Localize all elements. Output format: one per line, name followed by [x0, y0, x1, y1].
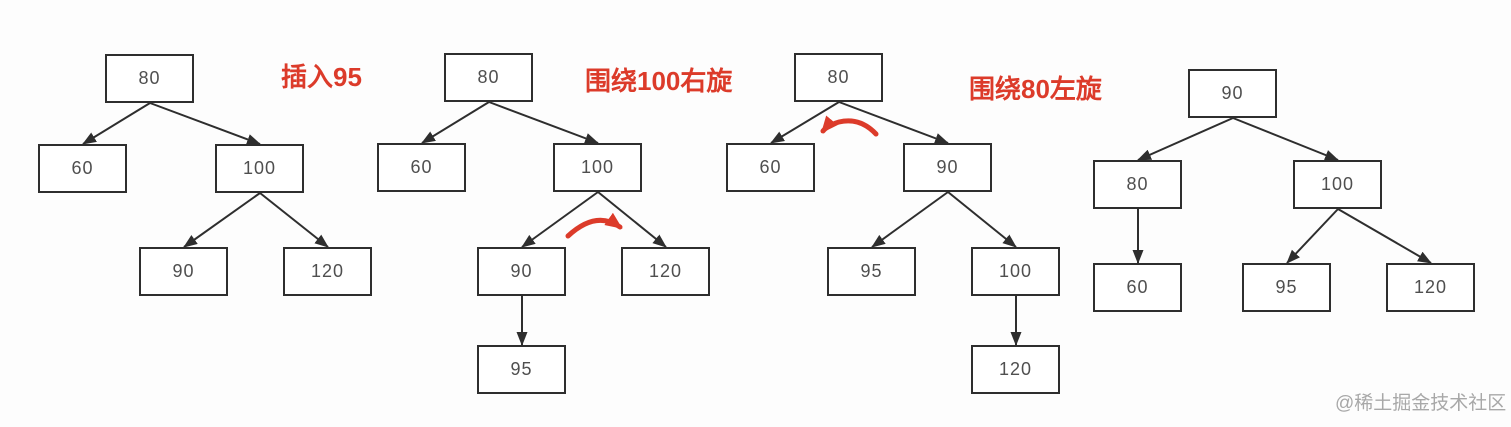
- tree2-node-120: 120: [621, 247, 710, 296]
- tree1-node-90: 90: [139, 247, 228, 296]
- edge: [770, 101, 840, 144]
- tree2-node-90: 90: [477, 247, 566, 296]
- annotation-rotate-right-100: 围绕100右旋: [585, 66, 733, 96]
- tree3-node-100: 100: [971, 247, 1060, 296]
- tree3-node-60: 60: [726, 143, 815, 192]
- tree4-node-90: 90: [1188, 69, 1277, 118]
- tree2-node-60: 60: [377, 143, 466, 192]
- tree4-node-100: 100: [1293, 160, 1382, 209]
- edge: [1232, 117, 1339, 161]
- edge: [838, 101, 949, 144]
- tree3-node-80: 80: [794, 53, 883, 102]
- tree2-node-80: 80: [444, 53, 533, 102]
- tree1-node-100: 100: [215, 144, 304, 193]
- tree1-node-80: 80: [105, 54, 194, 103]
- tree2-node-95: 95: [477, 345, 566, 394]
- tree1-node-120: 120: [283, 247, 372, 296]
- tree4-node-80: 80: [1093, 160, 1182, 209]
- edge: [947, 191, 1017, 248]
- edge: [597, 191, 667, 248]
- red-rotation-arrow-right-rotate: [565, 212, 623, 239]
- tree1-node-60: 60: [38, 144, 127, 193]
- edge: [259, 192, 329, 248]
- tree3-node-95: 95: [827, 247, 916, 296]
- edge: [871, 191, 949, 248]
- tree3-node-120: 120: [971, 345, 1060, 394]
- tree4-node-60: 60: [1093, 263, 1182, 312]
- edge: [1286, 208, 1339, 264]
- tree2-node-100: 100: [553, 143, 642, 192]
- annotation-rotate-left-80: 围绕80左旋: [969, 74, 1102, 104]
- tree3-node-90: 90: [903, 143, 992, 192]
- edge: [183, 192, 261, 248]
- edge: [149, 102, 261, 145]
- annotation-insert-95: 插入95: [281, 62, 362, 92]
- edge: [82, 102, 151, 145]
- edge: [488, 101, 599, 144]
- tree4-node-95: 95: [1242, 263, 1331, 312]
- edge: [521, 191, 599, 248]
- tree4-node-120: 120: [1386, 263, 1475, 312]
- edge: [1337, 208, 1432, 264]
- watermark: @稀土掘金技术社区: [1335, 393, 1507, 414]
- edge: [421, 101, 490, 144]
- red-rotation-arrow-left-rotate: [820, 115, 879, 137]
- edge: [1137, 117, 1234, 161]
